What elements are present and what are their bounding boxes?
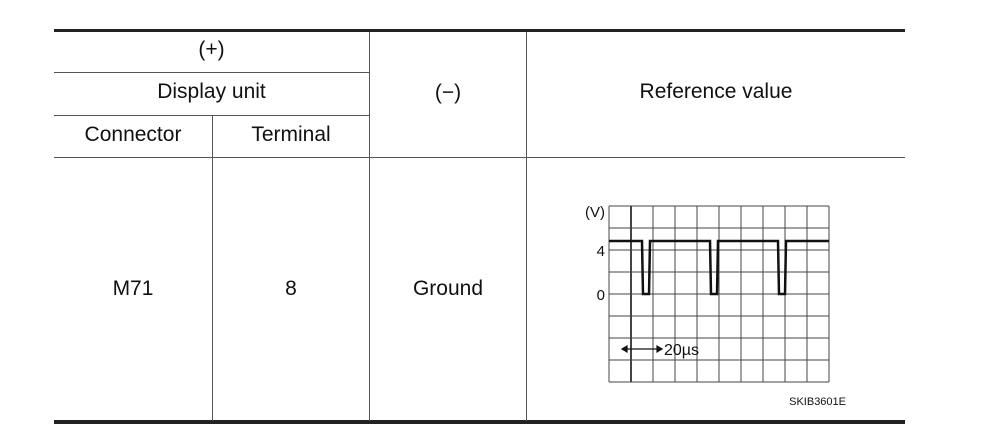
cell-terminal: 8: [285, 277, 297, 300]
header-minus: (−): [434, 81, 462, 104]
header-bottom-separator: [54, 157, 905, 158]
header-plus: (+): [198, 38, 225, 61]
table-top-rule: [54, 29, 905, 32]
separator-under-plus: [54, 72, 369, 73]
level-high-label: 4: [597, 243, 605, 260]
pulse-trace: [609, 239, 829, 296]
header-display-unit: Display unit: [157, 80, 266, 103]
axis-unit-label: (V): [585, 204, 605, 221]
cell-minus-ground: Ground: [412, 277, 484, 300]
header-terminal: Terminal: [251, 123, 331, 146]
table-bottom-rule: [54, 420, 905, 424]
separator-under-display-unit: [54, 115, 369, 116]
header-connector: Connector: [84, 123, 182, 146]
timebase-label: 20µs: [664, 342, 699, 359]
header-reference-value: Reference value: [639, 80, 793, 103]
timebase-arrow: [620, 344, 664, 354]
column-divider-connector-terminal: [212, 116, 213, 421]
figure-code: SKIB3601E: [789, 396, 846, 408]
reference-waveform-figure: (V) 4 0 20µs SKIB3601E: [585, 204, 846, 408]
cell-connector: M71: [112, 277, 154, 300]
column-divider-plus-minus: [369, 32, 370, 421]
column-divider-minus-reference: [526, 32, 527, 421]
level-low-label: 0: [597, 287, 605, 304]
